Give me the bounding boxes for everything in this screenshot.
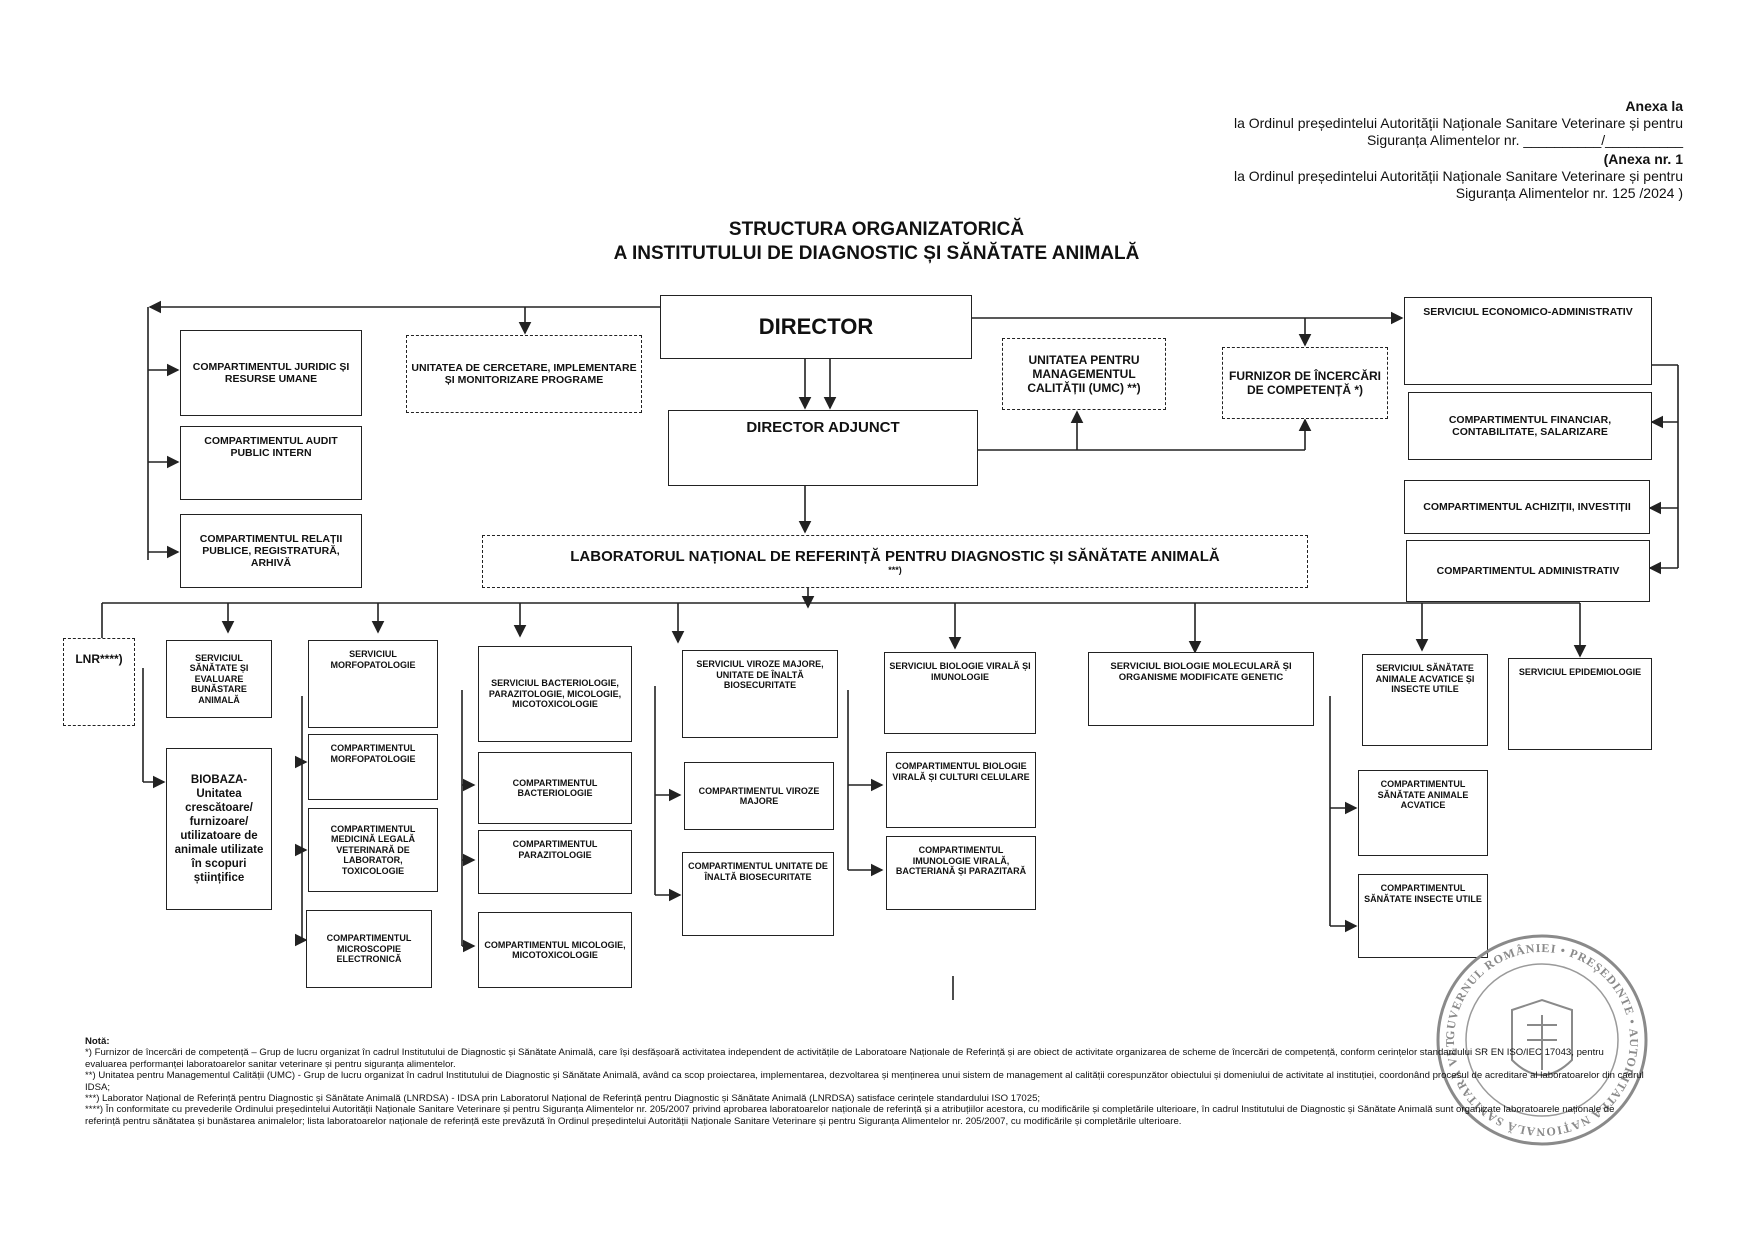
comp-imunologie-box: COMPARTIMENTUL IMUNOLOGIE VIRALĂ, BACTER… [886, 836, 1036, 910]
serv-acvatice-label: SERVICIUL SĂNĂTATE ANIMALE ACVATICE ȘI I… [1375, 663, 1475, 694]
comp-acvatice-label: COMPARTIMENTUL SĂNĂTATE ANIMALE ACVATICE [1377, 779, 1469, 810]
serv-biologie-virala-box: SERVICIUL BIOLOGIE VIRALĂ ȘI IMUNOLOGIE [884, 652, 1036, 734]
comp-acvatice-box: COMPARTIMENTUL SĂNĂTATE ANIMALE ACVATICE [1358, 770, 1488, 856]
biobaza-box: BIOBAZA- Unitatea crescătoare/ furnizoar… [166, 748, 272, 910]
comp-morfo-box: COMPARTIMENTUL MORFOPATOLOGIE [308, 734, 438, 800]
lnr-small-label: LNR****) [75, 652, 123, 666]
lnr-small-box: LNR****) [63, 638, 135, 726]
official-stamp: GUVERNUL ROMÂNIEI • PREȘEDINTE • AUTORIT… [1432, 930, 1648, 1146]
comp-biosecuritate-box: COMPARTIMENTUL UNITATE DE ÎNALTĂ BIOSECU… [682, 852, 834, 936]
comp-parazito-box: COMPARTIMENTUL PARAZITOLOGIE [478, 830, 632, 894]
comp-achizitii-label: COMPARTIMENTUL ACHIZIȚII, INVESTIȚII [1423, 501, 1631, 513]
title-line-2: A INSTITUTULUI DE DIAGNOSTIC ȘI SĂNĂTATE… [613, 243, 1140, 264]
serv-epidemiologie-box: SERVICIUL EPIDEMIOLOGIE [1508, 658, 1652, 750]
serv-acvatice-box: SERVICIUL SĂNĂTATE ANIMALE ACVATICE ȘI I… [1362, 654, 1488, 746]
comp-relatii-label: COMPARTIMENTUL RELAȚII PUBLICE, REGISTRA… [199, 533, 343, 569]
comp-viroze-label: COMPARTIMENTUL VIROZE MAJORE [698, 785, 820, 807]
comp-micologie-box: COMPARTIMENTUL MICOLOGIE, MICOTOXICOLOGI… [478, 912, 632, 988]
umc-label: UNITATEA PENTRU MANAGEMENTUL CALITĂȚII (… [1027, 353, 1141, 395]
comp-administrativ-label: COMPARTIMENTUL ADMINISTRATIV [1436, 565, 1620, 577]
annex-line-3: Siguranța Alimentelor nr. __________/___… [1366, 132, 1683, 148]
director-box: DIRECTOR [660, 295, 972, 359]
serv-bacterio-label: SERVICIUL BACTERIOLOGIE, PARAZITOLOGIE, … [488, 678, 622, 710]
comp-micologie-label: COMPARTIMENTUL MICOLOGIE, MICOTOXICOLOGI… [484, 939, 626, 961]
furnizor-box: FURNIZOR DE ÎNCERCĂRI DE COMPETENȚĂ *) [1222, 347, 1388, 419]
comp-administrativ-box: COMPARTIMENTUL ADMINISTRATIV [1406, 540, 1650, 602]
comp-morfo-label: COMPARTIMENTUL MORFOPATOLOGIE [330, 743, 416, 764]
comp-juridic-box: COMPARTIMENTUL JURIDIC ȘI RESURSE UMANE [180, 330, 362, 416]
serv-viroze-label: SERVICIUL VIROZE MAJORE, UNITATE DE ÎNAL… [696, 659, 824, 690]
serv-economic-label: SERVICIUL ECONOMICO-ADMINISTRATIV [1423, 306, 1633, 318]
director-label: DIRECTOR [758, 314, 874, 339]
comp-parazito-label: COMPARTIMENTUL PARAZITOLOGIE [512, 839, 598, 860]
serv-morfo-box: SERVICIUL MORFOPATOLOGIE [308, 640, 438, 728]
comp-relatii-box: COMPARTIMENTUL RELAȚII PUBLICE, REGISTRA… [180, 514, 362, 588]
comp-biosecuritate-label: COMPARTIMENTUL UNITATE DE ÎNALTĂ BIOSECU… [688, 861, 828, 882]
serv-viroze-box: SERVICIUL VIROZE MAJORE, UNITATE DE ÎNAL… [682, 650, 838, 738]
lnr-box: LABORATORUL NAȚIONAL DE REFERINȚĂ PENTRU… [482, 535, 1308, 588]
comp-viroze-box: COMPARTIMENTUL VIROZE MAJORE [684, 762, 834, 830]
serv-biologie-moleculara-label: SERVICIUL BIOLOGIE MOLECULARĂ ȘI ORGANIS… [1110, 661, 1292, 683]
comp-financiar-box: COMPARTIMENTUL FINANCIAR, CONTABILITATE,… [1408, 392, 1652, 460]
comp-bacterio-box: COMPARTIMENTUL BACTERIOLOGIE [478, 752, 632, 824]
coat-of-arms-icon [1511, 998, 1573, 1076]
comp-biologie-virala-box: COMPARTIMENTUL BIOLOGIE VIRALĂ ȘI CULTUR… [886, 752, 1036, 828]
comp-insecte-label: COMPARTIMENTUL SĂNĂTATE INSECTE UTILE [1364, 883, 1482, 904]
serv-biologie-virala-label: SERVICIUL BIOLOGIE VIRALĂ ȘI IMUNOLOGIE [889, 661, 1031, 682]
annex-line-1: Anexa la [1625, 98, 1683, 114]
annex-header: Anexa la la Ordinul președintelui Autori… [1234, 98, 1683, 202]
umc-box: UNITATEA PENTRU MANAGEMENTUL CALITĂȚII (… [1002, 338, 1166, 410]
unitate-cercetare-box: UNITATEA DE CERCETARE, IMPLEMENTARE ȘI M… [406, 335, 642, 413]
serv-epidemiologie-label: SERVICIUL EPIDEMIOLOGIE [1518, 667, 1642, 677]
serv-biologie-moleculara-box: SERVICIUL BIOLOGIE MOLECULARĂ ȘI ORGANIS… [1088, 652, 1314, 726]
comp-imunologie-label: COMPARTIMENTUL IMUNOLOGIE VIRALĂ, BACTER… [895, 845, 1027, 876]
serv-bacterio-box: SERVICIUL BACTERIOLOGIE, PARAZITOLOGIE, … [478, 646, 632, 742]
director-adjunct-label: DIRECTOR ADJUNCT [746, 419, 900, 436]
annex-line-4: (Anexa nr. 1 [1603, 151, 1683, 167]
note-1: *) Furnizor de încercări de competență –… [85, 1047, 1604, 1070]
comp-medicina-box: COMPARTIMENTUL MEDICINĂ LEGALĂ VETERINAR… [308, 808, 438, 892]
note-2: **) Unitatea pentru Managementul Calităț… [85, 1070, 1644, 1093]
lnr-label: LABORATORUL NAȚIONAL DE REFERINȚĂ PENTRU… [570, 548, 1220, 565]
chart-title: STRUCTURA ORGANIZATORICĂ A INSTITUTULUI … [0, 218, 1753, 266]
footnotes: Notă: *) Furnizor de încercări de compet… [85, 1036, 1645, 1127]
comp-microscopie-label: COMPARTIMENTUL MICROSCOPIE ELECTRONICĂ [326, 933, 412, 965]
unitate-cercetare-label: UNITATEA DE CERCETARE, IMPLEMENTARE ȘI M… [411, 362, 637, 386]
note-4: ****) În conformitate cu prevederile Ord… [85, 1104, 1615, 1127]
comp-juridic-label: COMPARTIMENTUL JURIDIC ȘI RESURSE UMANE [192, 361, 350, 385]
comp-medicina-label: COMPARTIMENTUL MEDICINĂ LEGALĂ VETERINAR… [330, 823, 416, 876]
comp-achizitii-box: COMPARTIMENTUL ACHIZIȚII, INVESTIȚII [1404, 480, 1650, 534]
lnr-mark: ***) [888, 565, 902, 575]
comp-biologie-virala-label: COMPARTIMENTUL BIOLOGIE VIRALĂ ȘI CULTUR… [892, 761, 1030, 782]
serv-economic-box: SERVICIUL ECONOMICO-ADMINISTRATIV [1404, 297, 1652, 385]
serv-sanatate-label: SERVICIUL SĂNĂTATE ȘI EVALUARE BUNĂSTARE… [189, 652, 249, 705]
serv-sanatate-box: SERVICIUL SĂNĂTATE ȘI EVALUARE BUNĂSTARE… [166, 640, 272, 718]
comp-financiar-label: COMPARTIMENTUL FINANCIAR, CONTABILITATE,… [1448, 414, 1612, 438]
comp-microscopie-box: COMPARTIMENTUL MICROSCOPIE ELECTRONICĂ [306, 910, 432, 988]
annex-line-6: Siguranța Alimentelor nr. 125 /2024 ) [1455, 185, 1683, 201]
annex-line-5: la Ordinul președintelui Autorității Naț… [1233, 168, 1683, 184]
title-line-1: STRUCTURA ORGANIZATORICĂ [728, 219, 1025, 240]
comp-audit-box: COMPARTIMENTUL AUDIT PUBLIC INTERN [180, 426, 362, 500]
director-adjunct-box: DIRECTOR ADJUNCT [668, 410, 978, 486]
furnizor-label: FURNIZOR DE ÎNCERCĂRI DE COMPETENȚĂ *) [1229, 369, 1381, 397]
comp-audit-label: COMPARTIMENTUL AUDIT PUBLIC INTERN [204, 435, 338, 459]
comp-bacterio-label: COMPARTIMENTUL BACTERIOLOGIE [512, 777, 598, 799]
comp-insecte-box: COMPARTIMENTUL SĂNĂTATE INSECTE UTILE [1358, 874, 1488, 958]
annex-line-2: la Ordinul președintelui Autorității Naț… [1233, 115, 1683, 131]
notes-heading: Notă: [85, 1036, 110, 1047]
biobaza-label: BIOBAZA- Unitatea crescătoare/ furnizoar… [174, 774, 264, 884]
serv-morfo-label: SERVICIUL MORFOPATOLOGIE [330, 649, 416, 670]
note-3: ***) Laborator Național de Referință pen… [85, 1093, 1041, 1105]
